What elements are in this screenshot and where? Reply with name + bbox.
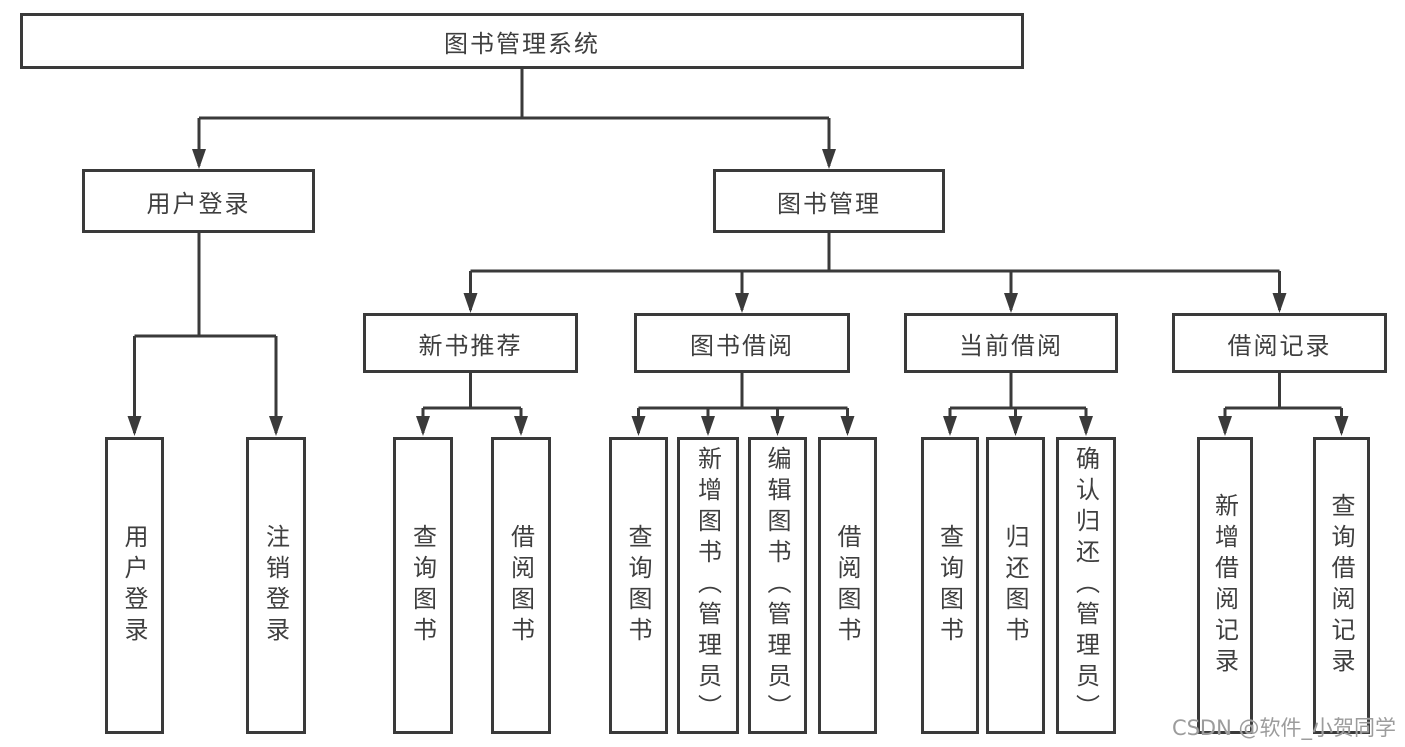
connector-root-to-level2 [197, 69, 831, 166]
connector-new-book-children [421, 373, 523, 433]
connector-borrow-children [637, 373, 849, 433]
connector-user-login-children [133, 233, 278, 433]
node-book-borrow: 图书借阅 [634, 313, 850, 373]
node-current-borrow: 当前借阅 [904, 313, 1118, 373]
leaf-logout: 注销登录 [246, 437, 306, 734]
leaf-edit-book-admin: 编辑图书（管理员） [748, 437, 807, 734]
connector-records-children [1223, 373, 1343, 433]
leaf-query-book-current: 查询图书 [921, 437, 979, 734]
leaf-add-book-admin: 新增图书（管理员） [677, 437, 739, 734]
node-borrow-records: 借阅记录 [1172, 313, 1387, 373]
connector-book-mgmt-children [469, 233, 1281, 310]
leaf-user-login: 用户登录 [105, 437, 164, 734]
leaf-borrow-book: 借阅图书 [818, 437, 877, 734]
node-new-book-recommend: 新书推荐 [363, 313, 578, 373]
node-user-login: 用户登录 [82, 169, 315, 233]
leaf-confirm-return-admin: 确认归还（管理员） [1056, 437, 1116, 734]
leaf-borrow-book-recommend: 借阅图书 [491, 437, 551, 734]
csdn-watermark: CSDN @软件_小贺同学 [1171, 716, 1396, 740]
node-book-management: 图书管理 [713, 169, 945, 233]
leaf-query-book-borrow: 查询图书 [609, 437, 668, 734]
leaf-return-book: 归还图书 [986, 437, 1045, 734]
leaf-add-borrow-record: 新增借阅记录 [1197, 437, 1253, 734]
leaf-query-book-recommend: 查询图书 [393, 437, 453, 734]
node-root-system: 图书管理系统 [20, 13, 1024, 69]
leaf-query-borrow-record: 查询借阅记录 [1313, 437, 1370, 734]
